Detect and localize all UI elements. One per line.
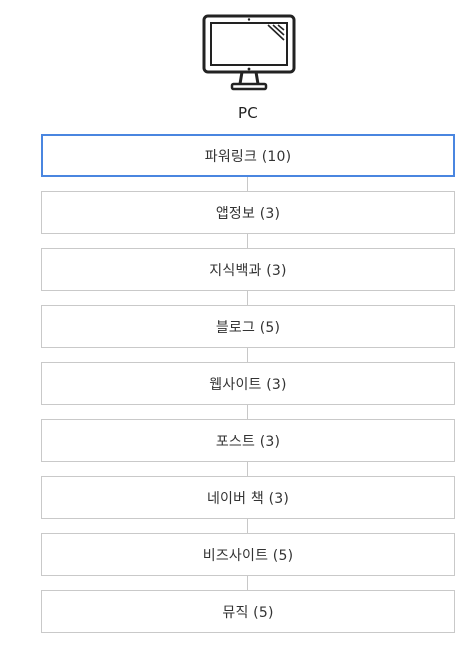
section-item-label: 포스트 (3) (215, 433, 281, 450)
section-item-label: 지식백과 (3) (209, 262, 287, 279)
section-item-label: 파워링크 (10) (204, 148, 292, 165)
section-item-music[interactable]: 뮤직 (5) (41, 590, 455, 633)
section-item-powerlink[interactable]: 파워링크 (10) (41, 134, 455, 177)
monitor-icon (202, 14, 296, 91)
section-item-website[interactable]: 웹사이트 (3) (41, 362, 455, 405)
section-item-encyclopedia[interactable]: 지식백과 (3) (41, 248, 455, 291)
section-item-label: 앱정보 (3) (215, 205, 281, 222)
section-item-label: 비즈사이트 (5) (202, 547, 294, 564)
section-list: 파워링크 (10) 앱정보 (3) 지식백과 (3) 블로그 (5) 웹사이트 … (41, 134, 455, 646)
section-item-app-info[interactable]: 앱정보 (3) (41, 191, 455, 234)
section-item-label: 네이버 책 (3) (206, 490, 290, 507)
section-item-post[interactable]: 포스트 (3) (41, 419, 455, 462)
section-item-label: 뮤직 (5) (222, 604, 274, 621)
section-item-label: 블로그 (5) (215, 319, 281, 336)
section-item-label: 웹사이트 (3) (209, 376, 287, 393)
section-item-blog[interactable]: 블로그 (5) (41, 305, 455, 348)
section-item-naver-book[interactable]: 네이버 책 (3) (41, 476, 455, 519)
section-item-bizsite[interactable]: 비즈사이트 (5) (41, 533, 455, 576)
device-label: PC (237, 104, 259, 122)
